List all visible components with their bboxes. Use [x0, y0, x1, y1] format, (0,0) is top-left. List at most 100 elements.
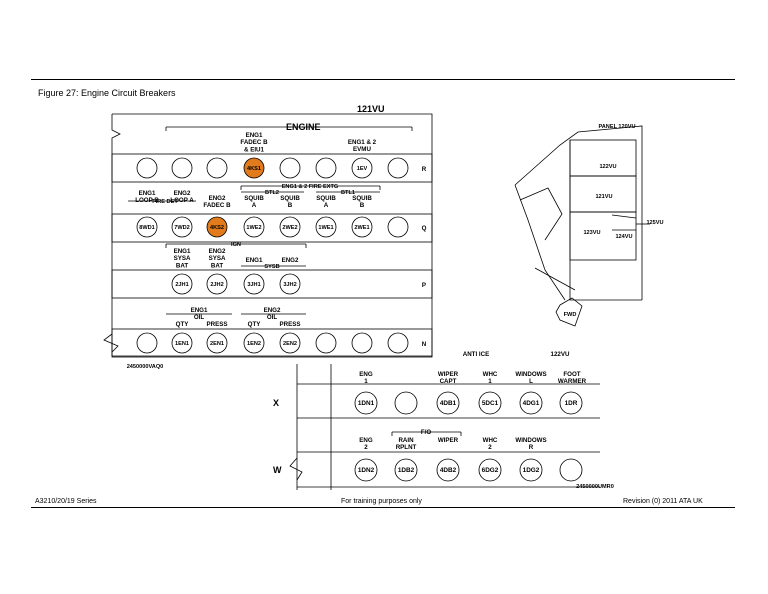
- breaker-x-2: [394, 391, 418, 415]
- panel-122vu: [289, 364, 600, 490]
- breaker-x-3-label: 4DB1: [440, 400, 457, 407]
- breaker-p-3-label: 3JH1: [247, 282, 260, 288]
- breaker-n-8: [387, 332, 409, 354]
- footer-revision: Revision (0) 2011 ATA UK: [623, 498, 703, 505]
- breaker-r-7-label: 1EV: [357, 166, 368, 172]
- panel-120vu-label: PANEL 120VU: [598, 124, 635, 130]
- cockpit-view-sketch: [514, 125, 650, 327]
- breaker-n-2-label: 1EN1: [175, 341, 189, 347]
- breaker-q-3-label: 4KS2: [210, 225, 224, 231]
- ign-group-label: IGN: [231, 242, 241, 248]
- fire-det-label: FIRE DET: [152, 199, 178, 205]
- row-p-label-2: SYSA: [209, 255, 226, 262]
- row-w-label-2: RAIN: [398, 437, 414, 444]
- top-rule: [31, 79, 735, 80]
- row-n-label-2: PRESS: [207, 321, 228, 328]
- row-x-label-1: 1: [364, 378, 368, 385]
- row-n-label-3: QTY: [248, 321, 262, 328]
- row-q-label-3: ENG2: [209, 195, 226, 202]
- panel-121vu: [103, 113, 433, 358]
- breaker-w-1-label: 1DN2: [358, 467, 375, 474]
- row-p-label-1: ENG1: [174, 248, 191, 255]
- breaker-x-4-label: 5DC1: [482, 400, 499, 407]
- panel-121vu-reference: 2450000VAQ0: [127, 364, 164, 370]
- breaker-q-5-label: 2WE2: [282, 225, 297, 231]
- breaker-n-6: [315, 332, 337, 354]
- row-n-label-4: PRESS: [280, 321, 301, 328]
- fwd-arrow-label: FWD: [564, 312, 577, 318]
- row-x-label-4: WINDOWS: [515, 371, 546, 378]
- breaker-x-6: [559, 391, 583, 415]
- breaker-p-3: [243, 273, 265, 295]
- panel-124vu-label: 124VU: [615, 234, 632, 240]
- engine-group-label: ENGINE: [286, 122, 321, 132]
- row-q-label-1: ENG1: [139, 190, 156, 197]
- panel-122vu-title: 122VU: [551, 351, 570, 358]
- eng2-oil-label: OIL: [267, 314, 278, 321]
- row-p-label-2: BAT: [211, 262, 223, 269]
- breaker-q-5: [279, 216, 301, 238]
- breaker-r-5: [279, 157, 301, 179]
- breaker-w-4: [478, 458, 502, 482]
- row-p-label-4: ENG2: [282, 257, 299, 264]
- row-q-label-2: LOOP A: [170, 197, 194, 204]
- evmu-label: EVMU: [353, 146, 371, 153]
- breaker-x-1: [354, 391, 378, 415]
- row-w-label-1: ENG: [359, 437, 373, 444]
- breaker-r-4-label: 4KS1: [247, 166, 261, 172]
- breaker-x-1-label: 1DN1: [358, 400, 375, 407]
- row-q-id: Q: [422, 225, 427, 232]
- panel-122vu-label: 122VU: [599, 164, 616, 170]
- row-w-label-5: WINDOWS: [515, 437, 546, 444]
- row-x-label-5: FOOT: [563, 371, 580, 378]
- panel-123vu-label: 123VU: [583, 230, 600, 236]
- row-q-label-4: SQUIB: [244, 195, 264, 202]
- breaker-x-3: [436, 391, 460, 415]
- breaker-p-1-label: 2JH1: [175, 282, 188, 288]
- breaker-r-4: [243, 157, 265, 179]
- breaker-n-5: [279, 332, 301, 354]
- breaker-w-3: [436, 458, 460, 482]
- breaker-n-4: [243, 332, 265, 354]
- breaker-w-2: [394, 458, 418, 482]
- btl1-label: BTL1: [341, 190, 355, 196]
- row-p-label-3: ENG1: [246, 257, 263, 264]
- row-x-id: X: [273, 398, 279, 408]
- row-q-label-5: SQUIB: [280, 195, 300, 202]
- breaker-w-2-label: 1DB2: [398, 467, 415, 474]
- breaker-w-3-label: 4DB2: [440, 467, 457, 474]
- row-q-label-6: SQUIB: [316, 195, 336, 202]
- row-x-label-4: L: [529, 378, 533, 385]
- row-q-label-4: A: [252, 202, 257, 209]
- breaker-p-4-label: 3JH2: [283, 282, 296, 288]
- row-q-label-3: FADEC B: [203, 202, 231, 209]
- breaker-w-5-label: 1DG2: [523, 467, 540, 474]
- breaker-x-5-label: 4DG1: [523, 400, 540, 407]
- breaker-r-7: [351, 157, 373, 179]
- eng2-oil-label: ENG2: [264, 307, 281, 314]
- breaker-q-2-label: 7WD2: [174, 225, 190, 231]
- eng1-oil-label: OIL: [194, 314, 205, 321]
- breaker-x-4: [478, 391, 502, 415]
- breaker-p-2: [206, 273, 228, 295]
- fo-group-label: F/O: [421, 429, 431, 436]
- eng1-fadec-label: FADEC B: [240, 139, 268, 146]
- row-q-label-2: ENG2: [174, 190, 191, 197]
- footer-series: A3210/20/19 Series: [35, 498, 97, 505]
- row-w-id: W: [273, 465, 282, 475]
- anti-ice-label: ANTI ICE: [463, 351, 489, 358]
- row-w-label-4: WHC: [483, 437, 498, 444]
- breaker-r-2: [171, 157, 193, 179]
- breaker-q-6: [315, 216, 337, 238]
- breaker-w-5: [519, 458, 543, 482]
- row-w-label-5: R: [529, 444, 534, 451]
- btl2-label: BTL2: [265, 190, 279, 196]
- breaker-q-1-label: 8WD1: [139, 225, 155, 231]
- breaker-q-7-label: 2WE1: [354, 225, 369, 231]
- breaker-q-7: [351, 216, 373, 238]
- panel-121vu-label: 121VU: [595, 194, 612, 200]
- panel-122vu-reference: 2450000UMR0: [576, 484, 614, 490]
- footer-training-note: For training purposes only: [341, 498, 422, 505]
- breaker-n-1: [136, 332, 158, 354]
- row-p-label-1: SYSA: [174, 255, 191, 262]
